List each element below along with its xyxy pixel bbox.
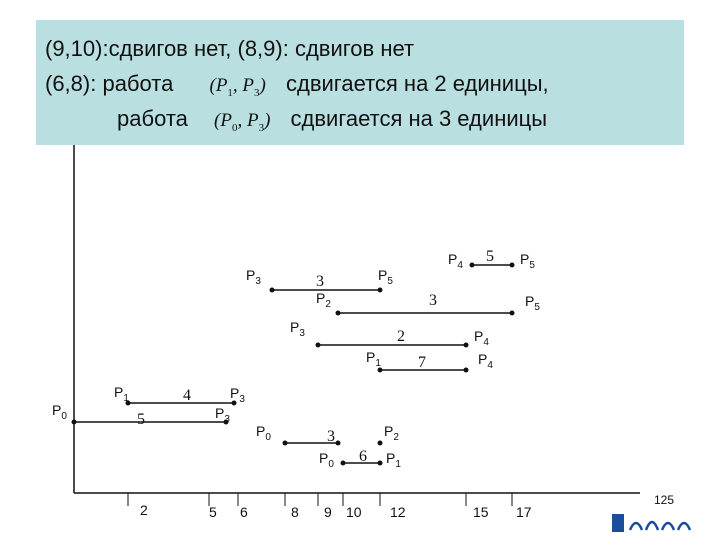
event-dot — [509, 310, 515, 316]
tick-label: 12 — [390, 504, 406, 520]
slide: (9,10):сдвигов нет, (8,9): сдвигов нет (… — [36, 20, 684, 520]
formula-p1-p3: (P1, P3) — [209, 75, 266, 99]
node-label: P0 — [319, 450, 334, 470]
event-dot — [269, 287, 275, 293]
node-label: P3 — [215, 405, 230, 425]
tick-label: 15 — [473, 504, 489, 520]
node-label: P2 — [384, 423, 399, 443]
node-label: P0 — [256, 423, 271, 443]
header-line-2-prefix: (6,8): работа — [45, 71, 174, 96]
event-dot — [377, 367, 383, 373]
event-dot — [335, 440, 341, 446]
slide-header: (9,10):сдвигов нет, (8,9): сдвигов нет (… — [36, 20, 684, 145]
tick-label: 17 — [516, 504, 532, 520]
tick-label: 2 — [140, 502, 148, 518]
node-label: P4 — [478, 351, 493, 371]
bar-weights: 5 4 3 6 2 7 3 3 5 — [137, 248, 494, 465]
event-dot — [377, 440, 383, 446]
bar-weight: 4 — [183, 387, 191, 404]
tick-label: 5 — [209, 504, 217, 520]
event-dot — [125, 400, 131, 406]
axis-tick-marks — [127, 493, 513, 506]
node-label: P3 — [246, 267, 261, 287]
node-label: P1 — [114, 384, 129, 404]
tick-label: 6 — [240, 504, 248, 520]
event-dot — [71, 419, 77, 425]
node-label: P4 — [474, 328, 489, 348]
activity-bars — [74, 264, 512, 464]
tick-label: 8 — [291, 504, 299, 520]
event-dot — [223, 419, 229, 425]
bar-weight: 3 — [429, 292, 437, 309]
event-dots — [71, 262, 515, 466]
event-dot — [340, 460, 346, 466]
bar-weight: 3 — [316, 273, 324, 290]
event-dot — [231, 400, 237, 406]
node-label: P0 — [52, 402, 67, 422]
bar-weight: 2 — [397, 328, 405, 345]
tick-label: 9 — [324, 504, 332, 520]
event-dot — [377, 460, 383, 466]
node-label: P5 — [520, 251, 535, 271]
schedule-diagram — [36, 145, 684, 520]
node-label: P3 — [290, 319, 305, 339]
logo-script — [628, 520, 692, 531]
event-dot — [463, 342, 469, 348]
node-label: P1 — [386, 450, 401, 470]
header-line-3-suffix: сдвигается на 3 единицы — [290, 106, 548, 131]
bar-weight: 7 — [418, 354, 426, 371]
node-label: P2 — [316, 290, 331, 310]
publisher-logo — [612, 514, 692, 532]
event-dot — [377, 287, 383, 293]
header-line-2-suffix: сдвигается на 2 единицы, — [285, 71, 549, 96]
logo-mark — [612, 514, 624, 532]
node-label: P5 — [525, 293, 540, 313]
bar-weight: 3 — [327, 428, 335, 445]
event-dot — [509, 262, 515, 268]
bar-weight: 5 — [137, 411, 145, 428]
node-label: P4 — [448, 251, 463, 271]
node-label: P5 — [378, 267, 393, 287]
header-line-3: работа (P0, P3) сдвигается на 3 единицы — [117, 106, 547, 134]
header-line-3-prefix: работа — [117, 106, 188, 131]
node-label: P3 — [230, 385, 245, 405]
axis-tick-labels: 2 5 6 8 9 10 12 15 17 — [140, 502, 532, 520]
node-labels: P0 P1 P3 P3 P0 P0 P2 P1 P1 P3 P4 P4 P3 P… — [52, 251, 540, 470]
bar-weight: 5 — [486, 248, 494, 265]
bar-weight: 6 — [359, 448, 367, 465]
tick-label: 10 — [346, 504, 362, 520]
node-label: P1 — [366, 349, 381, 369]
header-line-2: (6,8): работа (P1, P3) сдвигается на 2 е… — [45, 71, 549, 99]
page-number: 125 — [654, 493, 675, 507]
event-dot — [282, 440, 288, 446]
event-dot — [315, 342, 321, 348]
formula-p0-p3: (P0, P3) — [214, 110, 271, 134]
header-line-1: (9,10):сдвигов нет, (8,9): сдвигов нет — [45, 36, 415, 61]
event-dot — [469, 262, 475, 268]
event-dot — [463, 367, 469, 373]
event-dot — [335, 310, 341, 316]
